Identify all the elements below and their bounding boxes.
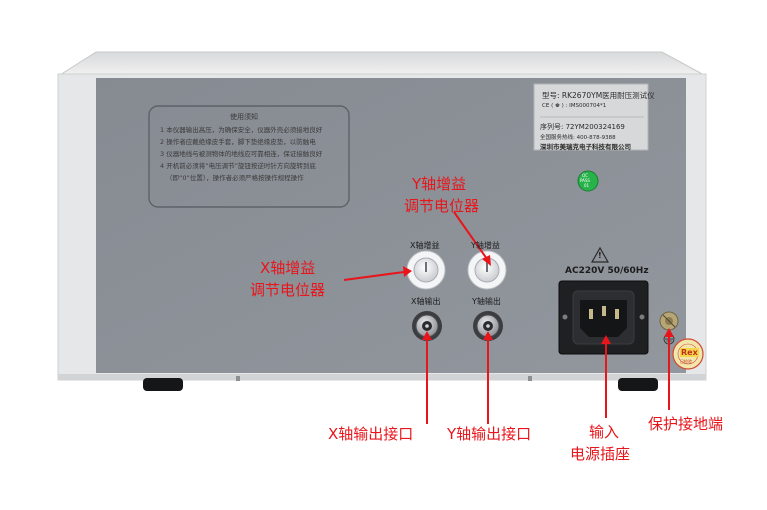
callout-power-line1: 输入	[589, 423, 620, 441]
power-inlet	[558, 280, 649, 355]
qc-sticker-text-1: QC	[582, 173, 588, 178]
qc-sticker-text-2: PASS	[580, 178, 590, 183]
callout-arrows	[343, 211, 674, 424]
qc-sticker	[577, 170, 599, 192]
x-output-bnc	[412, 311, 442, 341]
callout-x-gain-line1: X轴增益	[260, 259, 316, 277]
callout-power-line2: 电源插座	[570, 445, 631, 463]
notice-line-4: 4 开机前必须将“电压调节”旋钮按逆时针方向旋转到底	[160, 162, 316, 170]
nameplate-serial: 序列号: 72YM200324169	[540, 123, 625, 131]
x-gain-knob	[406, 250, 446, 290]
y-output-bnc	[473, 311, 503, 341]
callout-x-output: X轴输出接口	[328, 425, 414, 443]
nameplate-model: 型号: RK2670YM医用耐压测试仪	[542, 91, 655, 100]
y-gain-knob	[467, 250, 507, 290]
nameplate-frame	[533, 83, 649, 151]
x-gain-panel-label: X轴增益	[410, 241, 440, 250]
callout-y-gain-line1: Y轴增益	[412, 175, 467, 193]
notice-frame	[148, 105, 350, 208]
callout-ground: 保护接地端	[648, 415, 724, 433]
nameplate-cert: CE ( ♚ ) : IMS000704*1	[542, 103, 607, 109]
y-gain-panel-label: Y轴增益	[471, 241, 500, 250]
nameplate-service: 全国服务热线: 400-878-9388	[540, 135, 616, 141]
seal-text: Rex	[680, 348, 699, 357]
chassis-feet	[143, 376, 658, 391]
y-output-panel-label: Y轴输出	[472, 297, 501, 306]
qc-sticker-text-3: 01	[584, 183, 590, 188]
seal-ring-text: 已检验	[680, 359, 692, 364]
warning-icon	[590, 246, 610, 263]
notice-line-5: （即“0”位置），操作者必须严格按操作规程操作	[166, 174, 304, 182]
notice-title: 使用须知	[230, 113, 258, 121]
power-rating-label: AC220V 50/60Hz	[565, 266, 649, 276]
warning-mark: !	[598, 251, 602, 260]
callout-x-gain-line2: 调节电位器	[250, 281, 326, 299]
nameplate-company: 深圳市美瑞克电子科技有限公司	[540, 143, 631, 151]
callout-y-output: Y轴输出接口	[447, 425, 532, 443]
notice-line-2: 2 操作者应戴绝缘皮手套，脚下垫绝缘皮垫，以防触电	[160, 138, 316, 146]
callout-y-gain-line2: 调节电位器	[404, 197, 480, 215]
notice-line-1: 1 本仪器输出高压，为确保安全，仪器外壳必须接地良好	[160, 126, 323, 134]
chassis-top	[58, 51, 705, 76]
x-output-panel-label: X轴输出	[411, 297, 441, 306]
notice-line-3: 3 仪器地线与被测物体的地线应可靠相连，保证接触良好	[160, 150, 323, 158]
ground-terminal	[659, 311, 679, 331]
